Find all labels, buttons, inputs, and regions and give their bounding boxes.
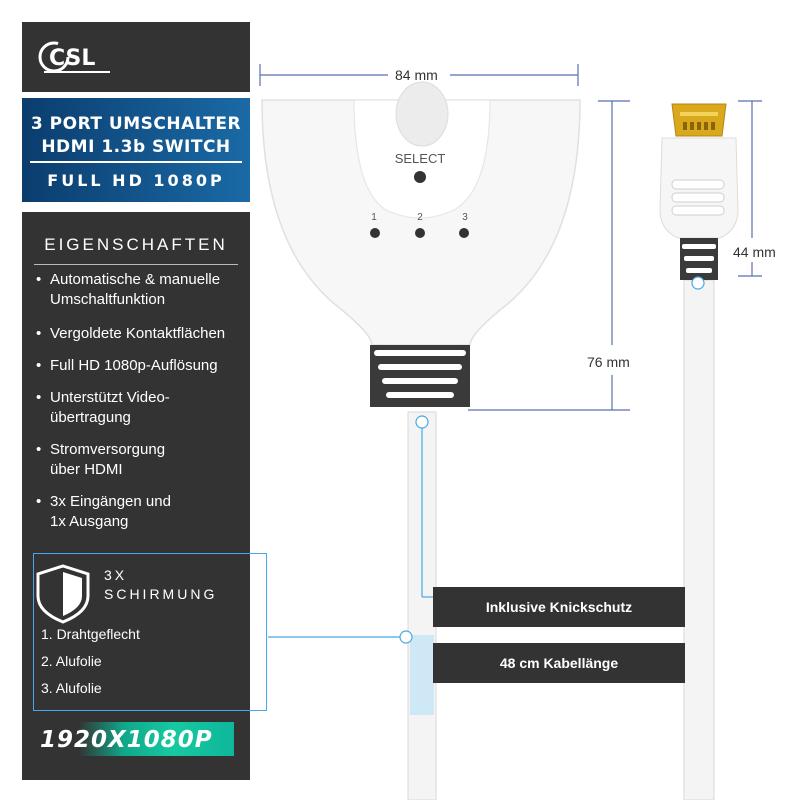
shielding-heading-1: 3X [104, 567, 128, 583]
feature-item: •Vergoldete Kontaktflächen [36, 325, 226, 342]
title-line-1: 3 PORT UMSCHALTER [30, 114, 242, 134]
resolution-badge [34, 722, 234, 756]
select-indicator-icon [414, 171, 426, 183]
select-label: SELECT [395, 151, 446, 166]
dimension-plug: 44 mm [733, 244, 776, 260]
title-divider [30, 161, 242, 163]
shielding-heading-2: SCHIRMUNG [104, 586, 218, 602]
feature-item: •Automatische & manuelle Umschaltfunktio… [36, 271, 221, 308]
logo-panel: CSL [22, 22, 250, 92]
hdmi-cable [683, 279, 715, 800]
logo-text: CSL [49, 46, 95, 71]
port-label-1: 1 [371, 212, 377, 223]
features-panel: EIGENSCHAFTEN •Automatische & manuelle U… [22, 212, 250, 780]
callout-lines [268, 276, 705, 644]
switch-body [261, 81, 581, 346]
feature-item: •Unterstützt Video- übertragung [36, 389, 170, 426]
port-label-2: 2 [417, 212, 423, 223]
csl-logo-icon: CSL [38, 41, 110, 73]
feature-item: •Full HD 1080p-Auflösung [36, 357, 218, 374]
feature-item: •Stromversorgung über HDMI [36, 441, 166, 478]
hdmi-plug [659, 103, 739, 280]
features-heading: EIGENSCHAFTEN [44, 235, 228, 254]
shielding-frame [33, 553, 267, 711]
port-led-2-icon [415, 228, 425, 238]
bullet-icon: • [36, 389, 42, 406]
resolution-text: 1920X1080P [40, 727, 213, 753]
shield-layer-3: 3. Alufolie [41, 680, 102, 696]
bullet-icon: • [36, 271, 42, 288]
port-led-3-icon [459, 228, 469, 238]
dimension-lines [259, 64, 762, 411]
dimension-width: 84 mm [395, 67, 438, 83]
feature-item: •3x Eingängen und 1x Ausgang [36, 493, 171, 530]
bullet-icon: • [36, 441, 42, 458]
strain-relief-label: Inklusive Knickschutz [433, 587, 685, 627]
port-label-3: 3 [462, 212, 468, 223]
port-led-1-icon [370, 228, 380, 238]
title-line-3: FULL HD 1080P [47, 171, 225, 190]
bullet-icon: • [36, 325, 42, 342]
product-title-panel: 3 PORT UMSCHALTER HDMI 1.3b SWITCH FULL … [22, 98, 250, 202]
title-line-2: HDMI 1.3b SWITCH [41, 137, 231, 157]
bullet-icon: • [36, 493, 42, 510]
switch-strain-relief [370, 345, 470, 407]
cable-length-label: 48 cm Kabellänge [433, 643, 685, 683]
dimension-height: 76 mm [587, 354, 630, 370]
features-divider [34, 264, 238, 265]
shield-layer-2: 2. Alufolie [41, 653, 102, 669]
bullet-icon: • [36, 357, 42, 374]
shield-layer-1: 1. Drahtgeflecht [41, 626, 140, 642]
